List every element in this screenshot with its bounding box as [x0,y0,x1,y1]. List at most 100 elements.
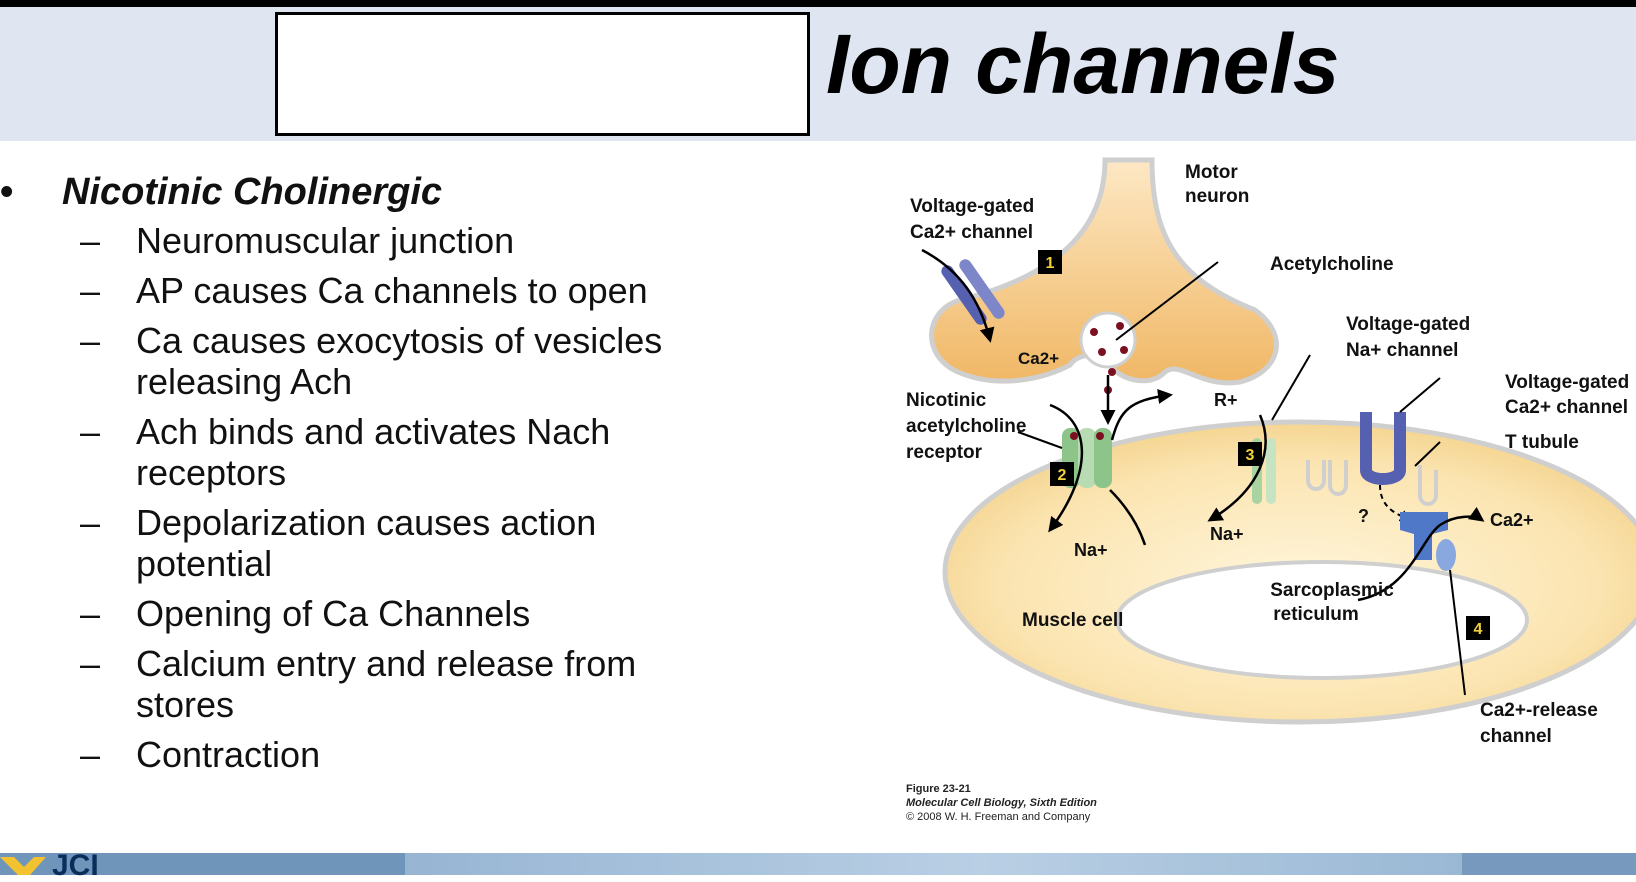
label-neuron: neuron [1185,186,1249,207]
sub-bullet: –Calcium entry and release from stores [0,643,696,725]
footer-left-panel [0,853,405,875]
sub-bullet-text: Calcium entry and release from stores [136,643,637,725]
sub-bullet-text: Neuromuscular junction [136,220,515,261]
sub-bullet: –Depolarization causes action potential [0,502,696,584]
step-marker-1 [1038,250,1062,274]
label-na-left: Na+ [1074,540,1108,560]
label-vg-ca-right-1: Voltage-gated [1505,372,1629,393]
ryr-shape [1400,512,1448,560]
leader-vg-ca-right [1399,377,1441,413]
leader-t-tubule [1414,441,1441,467]
label-vg-ca-right-2: Ca2+ channel [1505,397,1628,418]
step-2-label: 2 [1058,467,1067,484]
sub-bullet: –Opening of Ca Channels [0,593,696,634]
leader-acetylcholine [1115,261,1219,341]
footer-band [0,853,1636,875]
leader-vg-na [1271,354,1311,421]
label-r-plus: R+ [1214,390,1238,410]
vg-ca-right-shape [1360,412,1406,485]
label-t-tubule: T tubule [1505,432,1579,453]
vg-ca-channel-shape [941,265,987,325]
header-band [0,7,1636,141]
top-rule [0,0,1636,7]
dash-marker: – [80,643,101,684]
label-sr-2: reticulum [1273,604,1359,625]
vg-na-channel-shape [1266,438,1276,504]
dash-marker: – [80,502,101,543]
dash-marker: – [80,734,101,775]
vg-ca-channel-shape [959,259,1005,319]
ach-molecule [1108,368,1116,376]
step-marker-3 [1238,442,1262,466]
label-acetylcholine: Acetylcholine [1270,254,1394,275]
label-vg-ca-2: Ca2+ channel [910,222,1033,243]
nachr-shape [1094,428,1112,488]
bullet-list: • Nicotinic Cholinergic –Neuromuscular j… [0,170,760,784]
label-ca-out: Ca2+ [1490,510,1534,530]
sub-bullet-text: AP causes Ca channels to open [136,270,648,311]
ach-molecule [1098,348,1106,356]
bullet-marker: • [0,171,14,213]
dash-marker: – [80,270,101,311]
r-plus-arrow [1110,389,1173,441]
step-marker-2 [1050,462,1074,486]
footer-logo-icon [0,857,46,875]
caption-book-title: Molecular Cell Biology, Sixth Edition [906,797,1097,809]
sub-bullet: –Ca causes exocytosis of vesicles releas… [0,320,696,402]
leader-nachr [1017,431,1063,449]
ca-release-arrow [1357,506,1485,602]
sub-bullet-text: Opening of Ca Channels [136,593,531,634]
neuromuscular-junction-figure: 1 2 3 4 Motor neuron Voltage-gated Ca2+ … [880,150,1636,750]
label-motor: Motor [1185,162,1238,183]
t-tubule-shape [1306,460,1438,506]
label-release-1: Ca2+-release [1480,700,1598,721]
label-question: ? [1358,506,1369,526]
ach-molecule [1120,346,1128,354]
dash-marker: – [80,320,101,361]
footer-right-panel [1462,853,1636,875]
label-nachr-1: Nicotinic [906,390,987,411]
sub-bullet: –Neuromuscular junction [0,220,696,261]
dash-marker: – [80,411,101,452]
na-channel-arrow [1207,414,1267,522]
step-4-label: 4 [1474,621,1483,638]
caption-copyright: © 2008 W. H. Freeman and Company [906,811,1091,823]
label-muscle-cell: Muscle cell [1022,610,1123,631]
vesicle [1079,311,1137,369]
label-nachr-3: receptor [906,442,983,463]
label-na-mid: Na+ [1210,524,1244,544]
nachr-shape [1078,428,1096,488]
label-vg-ca-1: Voltage-gated [910,196,1034,217]
bullet-heading: Nicotinic Cholinergic [62,171,443,213]
leader-release-channel [1449,569,1466,696]
title-placeholder-box [275,12,810,136]
na-in-arrow [1048,403,1084,533]
figure-svg: 1 2 3 4 Motor neuron Voltage-gated Ca2+ … [906,157,1636,747]
sub-bullet-list: –Neuromuscular junction –AP causes Ca ch… [0,220,760,775]
ach-molecule [1116,322,1124,330]
ryr-lower-shape [1436,539,1456,571]
step-marker-4 [1466,616,1490,640]
figure-caption: Figure 23-21 Molecular Cell Biology, Six… [906,782,1097,824]
label-vg-na-2: Na+ channel [1346,340,1458,361]
footer-logo-text: JCI [52,849,99,882]
sub-bullet: –AP causes Ca channels to open [0,270,696,311]
step-1-label: 1 [1046,255,1055,272]
step-3-label: 3 [1246,447,1255,464]
ca-entry-arrow [921,248,995,343]
ach-bound [1096,432,1104,440]
sub-bullet: –Ach binds and activates Nach receptors [0,411,696,493]
ach-molecule [1090,328,1098,336]
caption-figure-number: Figure 23-21 [906,783,971,795]
ach-bound [1070,432,1078,440]
bullet-heading-item: • Nicotinic Cholinergic [0,170,760,220]
label-sr-1: Sarcoplasmic [1270,580,1394,601]
sub-bullet-text: Contraction [136,734,321,775]
sub-bullet-text: Ach binds and activates Nach receptors [136,411,611,493]
dash-marker: – [80,593,101,634]
label-release-2: channel [1480,726,1552,747]
sub-bullet: –Contraction [0,734,696,775]
na-right-arrow [1109,489,1147,546]
dash-marker: – [80,220,101,261]
sub-bullet-text: Ca causes exocytosis of vesicles releasi… [136,320,663,402]
